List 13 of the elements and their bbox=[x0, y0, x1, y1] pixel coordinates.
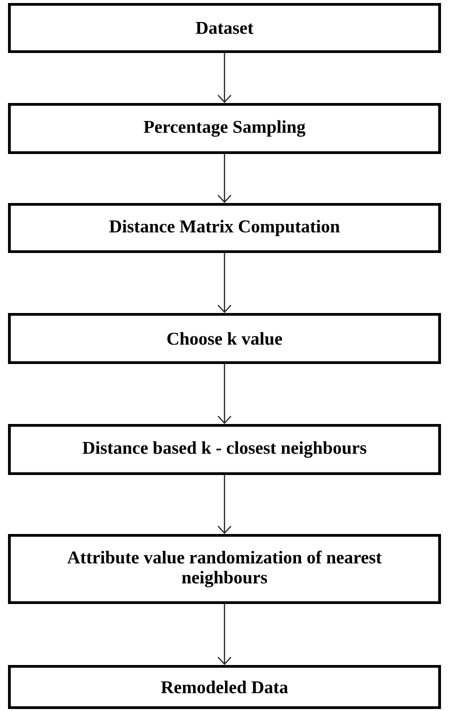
arrow bbox=[218, 364, 232, 424]
arrow bbox=[218, 154, 232, 203]
process-box: Distance based k - closest neighbours bbox=[8, 424, 441, 475]
arrow bbox=[218, 53, 232, 103]
arrow bbox=[218, 253, 232, 313]
process-box: Remodeled Data bbox=[8, 665, 441, 709]
process-box: Attribute value randomization of nearest neighbours bbox=[8, 534, 441, 604]
process-box: Choose k value bbox=[8, 313, 441, 364]
process-box: Percentage Sampling bbox=[8, 103, 441, 154]
arrow bbox=[218, 475, 232, 534]
process-box: Dataset bbox=[8, 3, 441, 53]
process-box: Distance Matrix Computation bbox=[8, 203, 441, 253]
arrow bbox=[218, 604, 232, 665]
